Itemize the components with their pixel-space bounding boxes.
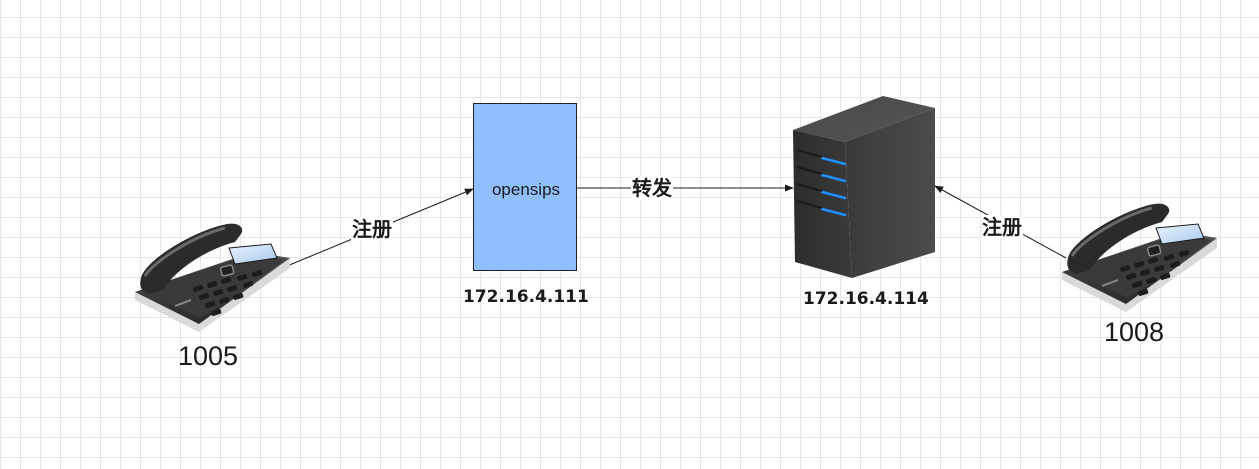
server-tower-icon <box>793 96 935 278</box>
desk-phone-icon <box>1060 202 1219 314</box>
proxy-ip-label: 172.16.4.111 <box>463 287 589 307</box>
server-ip-label: 172.16.4.114 <box>803 289 929 309</box>
extension-1005-label: 1005 <box>178 341 239 371</box>
desk-phone-icon <box>133 222 292 334</box>
opensips-node[interactable]: opensips <box>473 103 577 271</box>
forward-label: 转发 <box>631 176 673 200</box>
opensips-label: opensips <box>491 180 561 199</box>
register-label-left: 注册 <box>351 217 393 241</box>
extension-1008-label: 1008 <box>1104 317 1165 347</box>
register-label-right: 注册 <box>981 215 1023 239</box>
